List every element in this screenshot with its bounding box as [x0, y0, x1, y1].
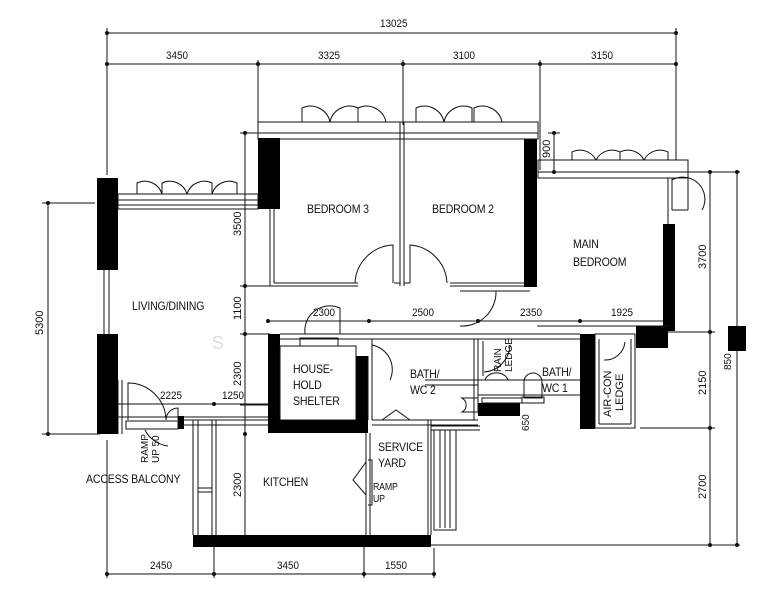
fixtures [299, 337, 545, 413]
dim-mid-1: 2300 [313, 307, 336, 319]
room-label-service-yard-line1: SERVICE [378, 440, 423, 454]
dim-right-vertical-2: 2150 [697, 370, 709, 395]
dim-bottom-2: 3450 [277, 560, 300, 572]
room-label-household-shelter-line3: SHELTER [293, 394, 340, 408]
dim-top-2: 3325 [318, 50, 341, 62]
dim-living-lower-1: 2225 [160, 390, 183, 402]
room-label-bath-wc1-line2: WC 1 [542, 381, 568, 395]
dim-mid-2: 2500 [412, 307, 435, 319]
dim-right-small: 850 [723, 353, 734, 370]
top-dimension-lines [106, 28, 677, 175]
room-label-bedroom-3: BEDROOM 3 [307, 202, 369, 216]
dim-left-total: 5300 [34, 310, 46, 335]
room-label-bath-wc2-line1: BATH/ [410, 367, 440, 381]
dim-bottom-1: 2450 [150, 560, 173, 572]
dim-top-total: 13025 [380, 18, 408, 30]
room-label-household-shelter-line2: HOLD [293, 378, 322, 392]
dim-right-vertical-1: 3700 [697, 244, 709, 269]
dim-inner-vertical-1: 3500 [232, 211, 244, 236]
dim-living-lower-2: 1250 [222, 390, 245, 402]
room-label-kitchen: KITCHEN [263, 475, 309, 489]
dim-inner-vertical-3: 2300 [232, 361, 244, 386]
room-label-bath-wc2-line2: WC 2 [410, 383, 436, 397]
label-ramp-up-50-line2: UP 50 [151, 435, 162, 463]
dim-main-bed-offset: 900 [541, 139, 553, 158]
thin-walls [103, 121, 689, 535]
walls [97, 138, 746, 547]
room-label-bedroom-2: BEDROOM 2 [432, 202, 494, 216]
room-label-household-shelter-line1: HOUSE- [293, 362, 334, 376]
dim-inner-vertical-2: 1100 [232, 296, 244, 320]
label-ramp-up-line2: UP [373, 494, 385, 505]
watermark: S [212, 333, 225, 353]
room-label-access-balcony: ACCESS BALCONY [86, 472, 181, 486]
room-label-main-bedroom-line1: MAIN [573, 237, 599, 251]
room-label-main-bedroom-line2: BEDROOM [573, 255, 627, 269]
dim-mid-4: 1925 [611, 307, 634, 319]
dim-bath-small: 650 [521, 414, 532, 431]
dim-right-vertical-3: 2700 [697, 474, 709, 499]
dim-mid-3: 2350 [520, 307, 543, 319]
room-label-service-yard-line2: YARD [378, 456, 406, 470]
room-label-rain-ledge-line2: LEDGE [504, 338, 515, 372]
room-label-living-dining: LIVING/DINING [132, 299, 205, 313]
label-ramp-up-line1: RAMP [373, 482, 398, 493]
dim-top-1: 3450 [166, 50, 189, 62]
dim-top-4: 3150 [591, 50, 614, 62]
room-label-bath-wc1-line1: BATH/ [542, 365, 572, 379]
door-swings [127, 105, 706, 506]
room-label-rain-ledge-line1: RAIN [493, 348, 504, 372]
room-label-aircon-ledge-line2: LEDGE [614, 373, 626, 411]
room-label-aircon-ledge-line1: AIR-CON [602, 370, 614, 417]
dim-inner-vertical-4: 2300 [232, 472, 244, 497]
dim-top-3: 3100 [453, 50, 476, 62]
label-ramp-up-50-line1: RAMP [140, 434, 151, 463]
dim-bottom-3: 1550 [385, 560, 408, 572]
